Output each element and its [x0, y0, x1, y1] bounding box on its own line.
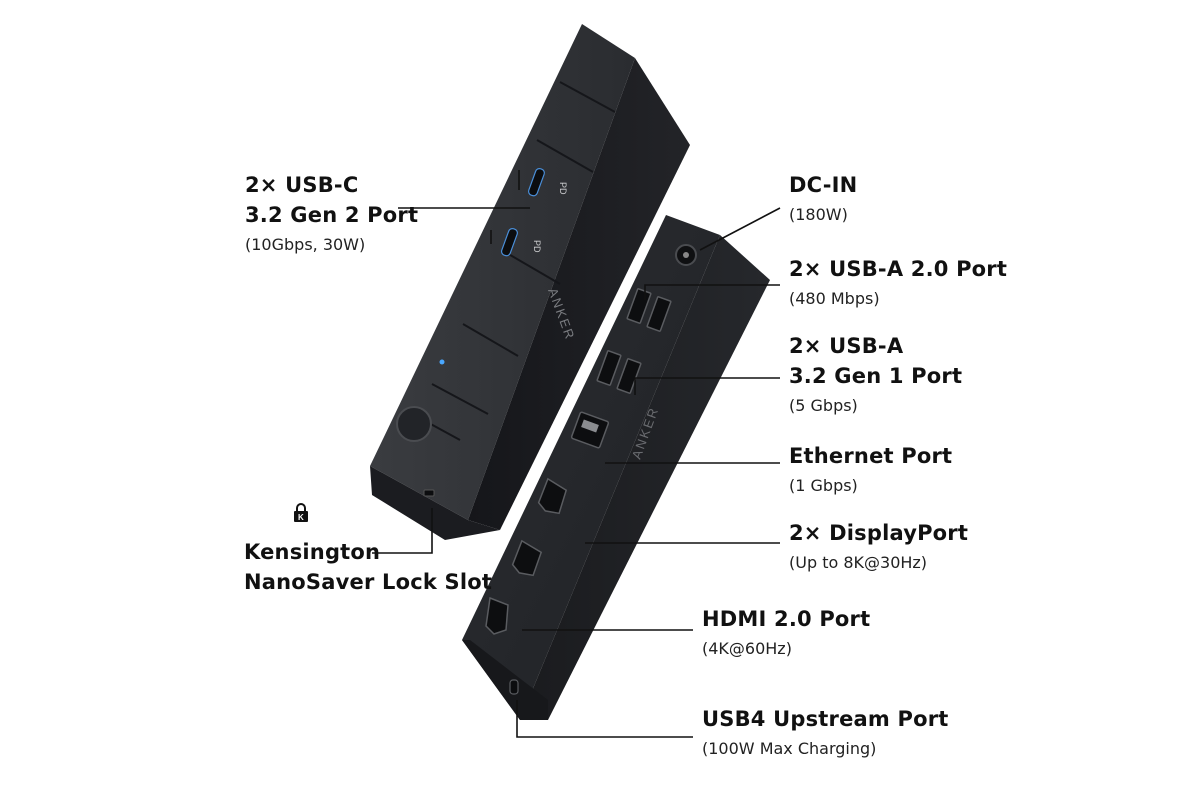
lock-slot: [423, 489, 435, 497]
dock-end-face: [370, 466, 500, 540]
displayport-1: [537, 477, 568, 515]
callout-hdmi: HDMI 2.0 Port (4K@60Hz): [702, 604, 870, 664]
callout-dcin-sub: (180W): [789, 205, 848, 224]
hdmi-port: [485, 596, 509, 635]
callout-hdmi-sub: (4K@60Hz): [702, 639, 792, 658]
callout-usbc: 2× USB-C 3.2 Gen 2 Port (10Gbps, 30W): [245, 170, 418, 260]
dock-top-face: [370, 24, 635, 520]
callout-displayport: 2× DisplayPort (Up to 8K@30Hz): [789, 518, 968, 578]
callout-kensington: Kensington NanoSaver Lock Slot: [244, 537, 492, 597]
dock-rear-view: ANKER: [462, 215, 770, 720]
power-indicator-led: [439, 359, 445, 365]
callout-usbc-title-1: 2× USB-C: [245, 173, 359, 197]
callout-usba2-title: 2× USB-A 2.0 Port: [789, 257, 1008, 281]
leader-kensington: [372, 508, 433, 554]
dock-rear-side-face: [520, 235, 770, 720]
callout-usb4-sub: (100W Max Charging): [702, 739, 877, 758]
leader-usba3: [634, 377, 780, 395]
callout-dcin-title: DC-IN: [789, 173, 858, 197]
dock-segment-seams: [404, 81, 616, 441]
usbc-port-2: [500, 228, 518, 257]
callout-usba2: 2× USB-A 2.0 Port (480 Mbps): [789, 254, 1007, 314]
callout-usba3-title-2: 3.2 Gen 1 Port: [789, 364, 963, 388]
callout-usbc-sub: (10Gbps, 30W): [245, 235, 366, 254]
leader-usba2: [644, 284, 780, 300]
leader-lines: [372, 170, 781, 738]
dock-rear-top-face: [462, 215, 720, 720]
power-button: [396, 406, 432, 442]
callout-dcin: DC-IN (180W): [789, 170, 857, 230]
callout-usb4-title: USB4 Upstream Port: [702, 707, 949, 731]
callout-usb4: USB4 Upstream Port (100W Max Charging): [702, 704, 949, 764]
callout-ethernet-sub: (1 Gbps): [789, 476, 858, 495]
dock-rear-end-face: [462, 640, 548, 720]
callout-ethernet-title: Ethernet Port: [789, 444, 953, 468]
dock-side-face: [468, 58, 690, 530]
dc-in-pin: [683, 252, 689, 258]
svg-text:K: K: [298, 513, 304, 522]
callout-displayport-title: 2× DisplayPort: [789, 521, 969, 545]
ethernet-port: [570, 411, 610, 449]
callout-usba3: 2× USB-A 3.2 Gen 1 Port (5 Gbps): [789, 331, 962, 421]
leader-dcin: [699, 207, 781, 251]
callout-usba3-sub: (5 Gbps): [789, 396, 858, 415]
callout-kensington-title-1: Kensington: [244, 540, 381, 564]
pd-mark-2: PD: [532, 240, 542, 253]
callout-displayport-sub: (Up to 8K@30Hz): [789, 553, 928, 572]
usb4-upstream-port: [509, 679, 519, 695]
callout-kensington-title-2: NanoSaver Lock Slot: [244, 570, 493, 594]
dock-top-view: PD PD ANKER: [370, 24, 690, 540]
lock-icon: K: [294, 503, 308, 522]
callout-usba3-title-1: 2× USB-A: [789, 334, 904, 358]
callout-ethernet: Ethernet Port (1 Gbps): [789, 441, 952, 501]
usbc-port-1: [527, 168, 545, 197]
callout-hdmi-title: HDMI 2.0 Port: [702, 607, 871, 631]
pd-mark-1: PD: [558, 182, 568, 195]
callout-usbc-title-2: 3.2 Gen 2 Port: [245, 203, 419, 227]
leader-usb4: [516, 700, 693, 738]
callout-usba2-sub: (480 Mbps): [789, 289, 880, 308]
displayport-2: [511, 539, 543, 577]
